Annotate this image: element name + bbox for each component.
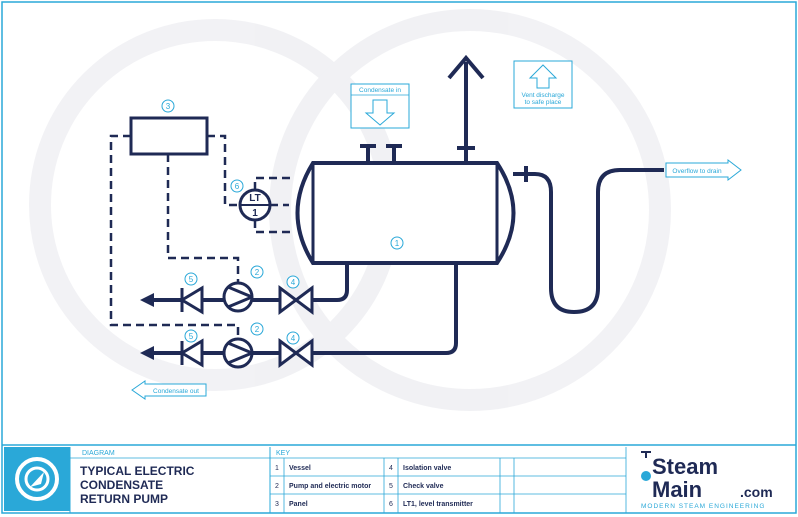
key-num-4: 4 <box>389 465 393 472</box>
level-transmitter: LT 1 <box>238 188 272 222</box>
outlet-pipe-lower <box>150 263 458 355</box>
logo-line1: Steam <box>652 454 718 479</box>
diagram-title-line1: TYPICAL ELECTRIC <box>80 464 195 478</box>
logo-line2: Main <box>652 477 702 502</box>
marker-pump-top: 2 <box>255 268 260 277</box>
key-num-6: 6 <box>389 501 393 508</box>
logo-tagline: MODERN STEAM ENGINEERING <box>641 503 765 510</box>
callout-vent-discharge: Vent discharge to safe place <box>513 60 573 109</box>
steammain-logo: Steam Main .com MODERN STEAM ENGINEERING <box>641 451 773 510</box>
vent-label-line2: to safe place <box>525 99 562 106</box>
diagram-title-line3: RETURN PUMP <box>80 492 168 506</box>
overflow-pipe <box>513 166 664 315</box>
key-label-1: Vessel <box>289 465 311 472</box>
isolation-valve-lower <box>278 338 314 368</box>
marker-panel: 3 <box>166 102 171 111</box>
key-num-2: 2 <box>275 483 279 490</box>
diagram-title-line2: CONDENSATE <box>80 478 163 492</box>
vent-label-line1: Vent discharge <box>521 92 564 99</box>
vent-pipe <box>447 54 485 163</box>
key-label-3: Panel <box>289 501 308 508</box>
overflow-label: Overflow to drain <box>672 168 722 175</box>
key-num-5: 5 <box>389 483 393 490</box>
callout-condensate-in: Condensate in <box>350 83 410 129</box>
isolation-valve-upper <box>278 285 314 315</box>
marker-check-bottom: 5 <box>189 332 194 341</box>
marker-valve-bottom: 4 <box>291 334 296 343</box>
marker-transmitter: 6 <box>235 182 240 191</box>
marker-check-top: 5 <box>189 275 194 284</box>
key-label-4: Isolation valve <box>403 465 451 472</box>
transmitter-tag-bottom: 1 <box>252 208 258 219</box>
gauge-icon <box>15 457 59 501</box>
key-num-1: 1 <box>275 465 279 472</box>
marker-valve-top: 4 <box>291 278 296 287</box>
condensate-out-label: Condensate out <box>153 388 199 395</box>
callout-overflow: Overflow to drain <box>665 158 742 182</box>
key-label-6: LT1, level transmitter <box>403 501 473 508</box>
key-num-3: 3 <box>275 501 279 508</box>
inlet-nozzles <box>360 144 402 163</box>
marker-vessel: 1 <box>395 239 400 248</box>
logo-suffix: .com <box>740 484 773 500</box>
outlet-pipe-upper <box>150 263 349 302</box>
signal-lines <box>109 134 294 339</box>
key-label-2: Pump and electric motor <box>289 483 371 490</box>
callout-condensate-out: Condensate out <box>131 380 207 400</box>
discharge-arrows <box>140 293 154 360</box>
pump-lower <box>222 337 254 369</box>
title-block: DIAGRAM TYPICAL ELECTRIC CONDENSATE RETU… <box>2 444 796 513</box>
item-markers <box>161 99 404 345</box>
check-valve-lower <box>179 338 204 368</box>
check-valve-upper <box>179 285 204 315</box>
control-panel <box>129 116 209 156</box>
vessel <box>295 161 516 265</box>
logo-gauge-icon <box>641 471 651 481</box>
pump-upper <box>222 281 254 313</box>
key-heading: KEY <box>276 450 290 457</box>
marker-pump-bottom: 2 <box>255 325 260 334</box>
title-block-heading: DIAGRAM <box>82 450 115 457</box>
transmitter-tag-top: LT <box>249 193 260 204</box>
condensate-in-label: Condensate in <box>359 87 401 94</box>
key-label-5: Check valve <box>403 483 444 490</box>
title-block-badge <box>4 447 70 511</box>
